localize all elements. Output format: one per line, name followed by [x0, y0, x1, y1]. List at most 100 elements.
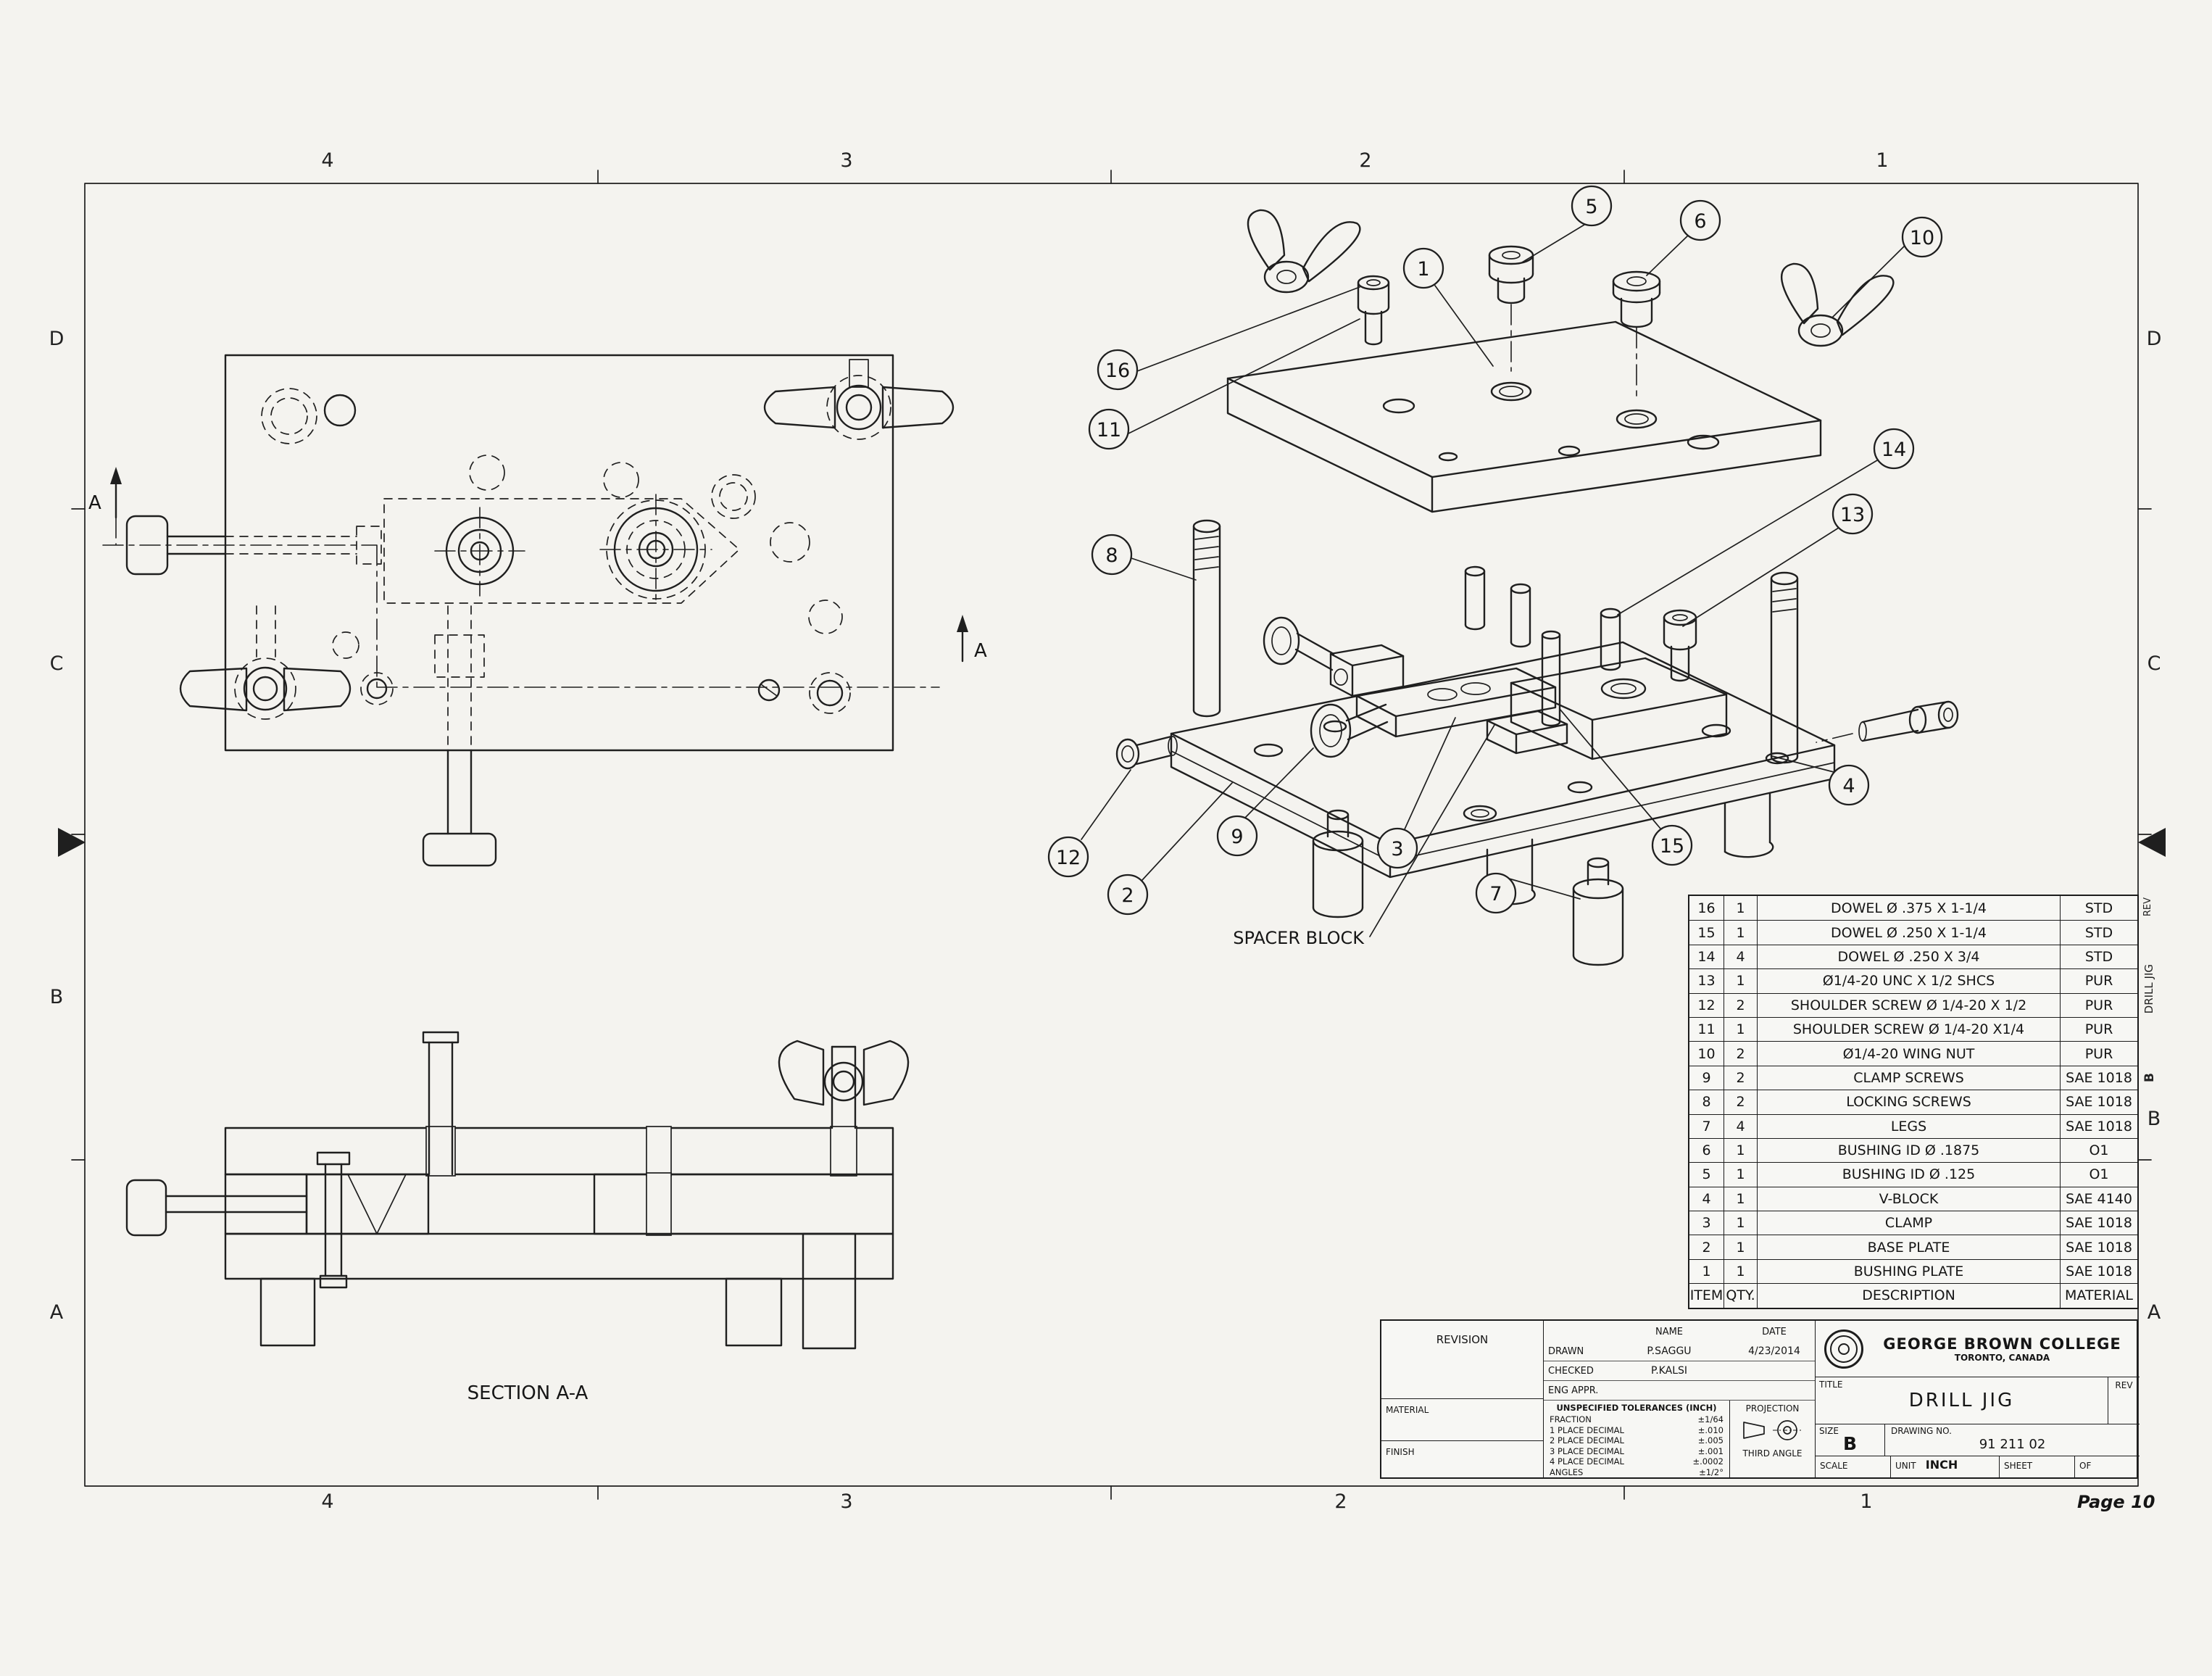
balloon-11: 11 [1088, 408, 1130, 450]
svg-text:4: 4 [1842, 775, 1855, 797]
bom-cell-description: BUSHING ID Ø .125 [1757, 1163, 2060, 1187]
unit-label: UNIT [1895, 1461, 1916, 1471]
spacer-block-label: SPACER BLOCK [1233, 928, 1365, 948]
bom-cell-qty: 1 [1724, 1259, 1757, 1284]
svg-text:5: 5 [1585, 196, 1597, 218]
sheet-label: SHEET [2004, 1461, 2033, 1471]
balloon-15: 15 [1651, 824, 1693, 866]
zone-col-2-top: 2 [1359, 149, 1372, 172]
scale-label: SCALE [1820, 1461, 1848, 1471]
svg-text:12: 12 [1056, 847, 1081, 869]
sheet-frame [58, 170, 2166, 1500]
college-logo-icon [1824, 1329, 1863, 1369]
bom-cell-material: SAE 1018 [2060, 1259, 2137, 1284]
projection-label: PROJECTION [1745, 1403, 1800, 1414]
balloon-1: 1 [1402, 247, 1444, 289]
balloon-13: 13 [1831, 493, 1874, 535]
zone-col-3-top: 3 [840, 149, 853, 172]
bom-cell-description: SHOULDER SCREW Ø 1/4-20 X1/4 [1757, 1017, 2060, 1042]
section-datum-a-left: A [88, 492, 101, 514]
tolerances-title: UNSPECIFIED TOLERANCES (INCH) [1556, 1403, 1717, 1413]
bom-cell-qty: QTY. [1724, 1284, 1757, 1308]
bom-cell-material: PUR [2060, 969, 2137, 993]
checked-name: P.KALSI [1605, 1361, 1734, 1381]
bom-cell-material: PUR [2060, 993, 2137, 1017]
third-angle-projection-icon [1742, 1420, 1802, 1440]
svg-text:13: 13 [1840, 504, 1865, 526]
zone-row-b-left: B [49, 986, 64, 1008]
title-label: TITLE [1819, 1380, 1843, 1390]
svg-text:6: 6 [1694, 210, 1706, 233]
right-register-arrow-icon [2138, 828, 2166, 857]
bom-cell-item: 3 [1702, 1215, 1711, 1232]
bom-cell-material: STD [2060, 921, 2137, 945]
bom-cell-item: 8 [1702, 1094, 1711, 1111]
balloon-2: 2 [1107, 874, 1149, 916]
name-header: NAME [1655, 1327, 1684, 1337]
left-register-arrow-icon [58, 828, 86, 857]
bom-cell-qty: 4 [1724, 945, 1757, 969]
drawing-title: DRILL JIG [1908, 1390, 2015, 1411]
bom-cell-material: MATERIAL [2060, 1284, 2137, 1308]
section-view-label: SECTION A-A [467, 1382, 589, 1404]
tolerance-row: 3 PLACE DECIMAL±.001 [1550, 1445, 1724, 1456]
bom-cell-material: SAE 4140 [2060, 1187, 2137, 1211]
balloon-9: 9 [1216, 815, 1258, 857]
bom-cell-description: DOWEL Ø .375 X 1-1/4 [1757, 896, 2060, 921]
unit-value: INCH [1925, 1458, 1958, 1472]
tolerance-row: 4 PLACE DECIMAL±.0002 [1550, 1456, 1724, 1466]
material-label: MATERIAL [1386, 1405, 1429, 1415]
bom-cell-qty: 1 [1724, 969, 1757, 993]
bom-cell-qty: 2 [1724, 1066, 1757, 1090]
company-location: TORONTO, CANADA [1954, 1352, 2050, 1363]
balloon-leaders [1081, 224, 1905, 937]
zone-col-4-top: 4 [321, 149, 334, 172]
bom-cell-qty: 1 [1724, 1235, 1757, 1259]
bom-cell-material: STD [2060, 945, 2137, 969]
bom-cell-description: DOWEL Ø .250 X 1-1/4 [1757, 921, 2060, 945]
bom-cell-qty: 1 [1724, 1017, 1757, 1042]
zone-row-c-left: C [49, 652, 64, 675]
svg-text:14: 14 [1882, 439, 1906, 461]
bom-cell-material: PUR [2060, 1042, 2137, 1066]
svg-text:11: 11 [1097, 419, 1121, 441]
section-datum-a-right: A [974, 640, 987, 662]
revision-label: REVISION [1436, 1333, 1489, 1346]
bom-cell-material: SAE 1018 [2060, 1114, 2137, 1138]
bom-cell-item: 7 [1702, 1118, 1711, 1134]
checked-label: CHECKED [1544, 1361, 1605, 1381]
svg-text:7: 7 [1489, 883, 1502, 905]
finish-label: FINISH [1386, 1447, 1415, 1457]
bom-cell-material: SAE 1018 [2060, 1235, 2137, 1259]
bom-cell-item: ITEM [1689, 1287, 1724, 1304]
zone-row-a-right: A [2147, 1301, 2161, 1324]
zone-col-1-top: 1 [1876, 149, 1889, 172]
drawn-date: 4/23/2014 [1734, 1342, 1815, 1361]
bom-cell-qty: 2 [1724, 1042, 1757, 1066]
size-label: SIZE [1819, 1426, 1839, 1436]
svg-text:9: 9 [1231, 826, 1243, 848]
bom-cell-description: Ø1/4-20 WING NUT [1757, 1042, 2060, 1066]
bom-cell-description: BUSHING ID Ø .1875 [1757, 1138, 2060, 1163]
bom-cell-description: BASE PLATE [1757, 1235, 2060, 1259]
company-name: GEORGE BROWN COLLEGE [1883, 1335, 2121, 1353]
bom-cell-qty: 4 [1724, 1114, 1757, 1138]
svg-text:3: 3 [1391, 838, 1403, 860]
balloon-3: 3 [1376, 827, 1418, 869]
tolerance-row: FRACTION±1/64 [1550, 1414, 1724, 1424]
zone-col-4-bottom: 4 [321, 1490, 334, 1513]
balloon-10: 10 [1901, 216, 1943, 258]
bom-cell-material: PUR [2060, 1017, 2137, 1042]
balloon-12: 12 [1047, 836, 1089, 878]
bom-cell-item: 16 [1697, 900, 1716, 916]
